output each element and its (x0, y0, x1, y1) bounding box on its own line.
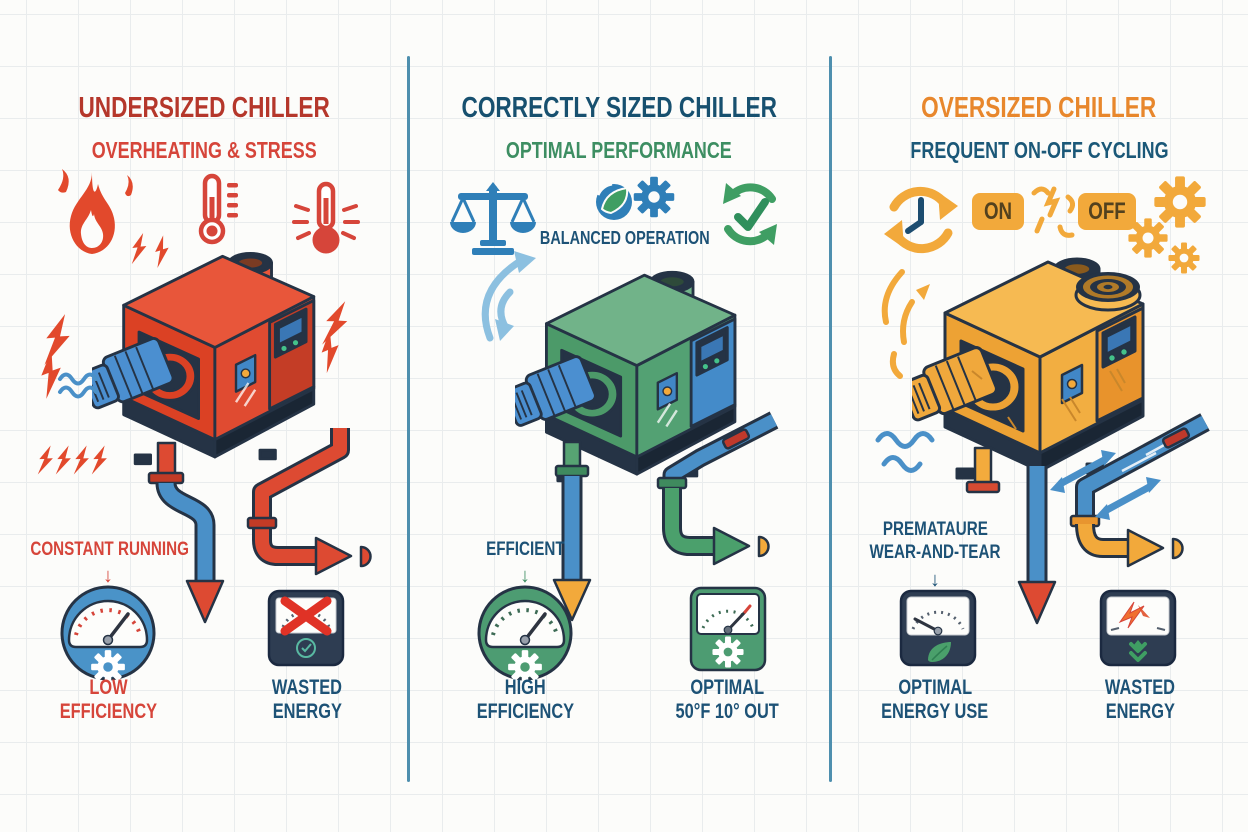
cold-air-waves-icon (875, 431, 935, 473)
balanced-operation-label: BALANCED OPERATION (540, 227, 710, 248)
cycle-clock-icon (884, 186, 958, 254)
efficiency-gauge-low (60, 585, 156, 684)
column-subtitle: OVERHEATING & STRESS (91, 137, 317, 163)
down-arrow: ↓ (520, 565, 530, 587)
callout-constant-running: CONSTANT RUNNING (30, 538, 189, 560)
stat-wasted-energy: WASTED ENERGY (271, 676, 343, 723)
stat-optimal-output: OPTIMAL 50°F 10° OUT (675, 676, 780, 723)
column-correctly-sized-chiller: CORRECTLY SIZED CHILLER OPTIMAL PERFORMA… (408, 0, 830, 832)
thermometer-icon (198, 173, 238, 245)
eco-globe-gear-icon (596, 176, 675, 220)
airflow-arrows-icon (481, 251, 536, 342)
pipes-correct (552, 411, 779, 622)
thermometer-alert-icon (292, 181, 360, 254)
chiller-machine-undersized (92, 251, 316, 466)
chiller-machine-correct (515, 270, 737, 483)
lightning-icon (1118, 601, 1145, 629)
red-x-icon (280, 596, 332, 636)
column-title: CORRECTLY SIZED CHILLER (461, 92, 777, 124)
seed-icon (1133, 640, 1143, 651)
cycling-flash-icon (881, 269, 930, 379)
recycle-check-icon (723, 183, 777, 246)
column-subtitle: FREQUENT ON-OFF CYCLING (909, 137, 1169, 163)
cold-air-waves-icon (58, 372, 98, 399)
pipes-undersized (147, 428, 372, 624)
column-title: UNDERSIZED CHILLER (78, 92, 330, 124)
stat-low-efficiency: LOW EFFICIENCY (59, 676, 157, 723)
callout-efficient: EFFICIENT (485, 538, 565, 560)
chiller-machine-oversized (912, 257, 1145, 480)
cycling-squiggles-icon (1031, 186, 1076, 238)
stat-optimal-energy-use: OPTIMAL ENERGY USE (881, 676, 989, 723)
column-divider-right (829, 56, 832, 782)
on-badge: ON (972, 193, 1024, 230)
short-cycling-arrows-icon (1050, 450, 1161, 520)
optimal-output-meter (689, 586, 767, 672)
off-badge: OFF (1078, 193, 1136, 230)
stat-wasted-energy: WASTED ENERGY (1104, 676, 1176, 723)
leaf-icon (928, 642, 951, 662)
pipes-oversized (965, 413, 1210, 625)
wasted-energy-meter (267, 589, 345, 667)
column-divider-left (407, 56, 410, 782)
column-title: OVERSIZED CHILLER (921, 92, 1157, 124)
callout-premature-wear: PREMATAURE WEAR-AND-TEAR (869, 518, 1001, 564)
balance-scale-icon (450, 182, 536, 255)
wasted-energy-meter (1099, 589, 1177, 667)
column-oversized-chiller: OVERSIZED CHILLER FREQUENT ON-OFF CYCLIN… (830, 0, 1248, 832)
optimal-energy-meter (899, 589, 977, 667)
column-subtitle: OPTIMAL PERFORMANCE (506, 137, 732, 163)
down-arrow: ↓ (930, 569, 940, 591)
efficiency-gauge-high (477, 585, 573, 684)
flame-icon (58, 169, 133, 254)
stat-high-efficiency: HIGH EFFICIENCY (476, 676, 574, 723)
column-undersized-chiller: UNDERSIZED CHILLER OVERHEATING & STRESS (0, 0, 408, 832)
down-arrow: ↓ (103, 565, 113, 587)
